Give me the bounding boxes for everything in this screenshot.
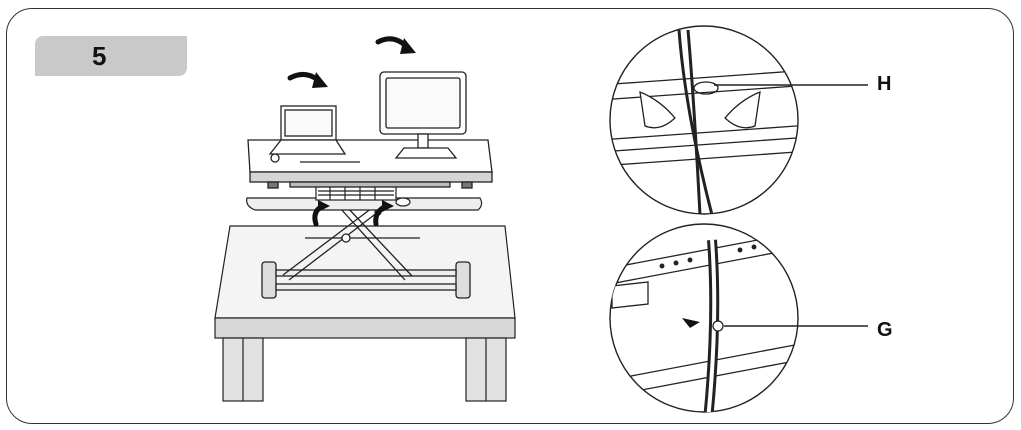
- instruction-panel-frame: [6, 8, 1014, 424]
- detail-circle-bottom: [609, 223, 868, 413]
- step-number: 5: [92, 41, 108, 71]
- curved-arrow-icon: [375, 36, 409, 49]
- laptop: [268, 105, 347, 155]
- small-arrow-icon: [682, 318, 700, 328]
- step-badge: [35, 36, 187, 76]
- scissor-lift-base: [261, 205, 471, 299]
- callout-label-g: G: [877, 319, 893, 341]
- monitor: [379, 71, 467, 159]
- curved-arrow-icon: [287, 72, 321, 83]
- detail-circle-top: [609, 25, 868, 215]
- keyboard-tray: [246, 185, 483, 211]
- table: [214, 225, 516, 402]
- callout-label-h: H: [877, 73, 892, 95]
